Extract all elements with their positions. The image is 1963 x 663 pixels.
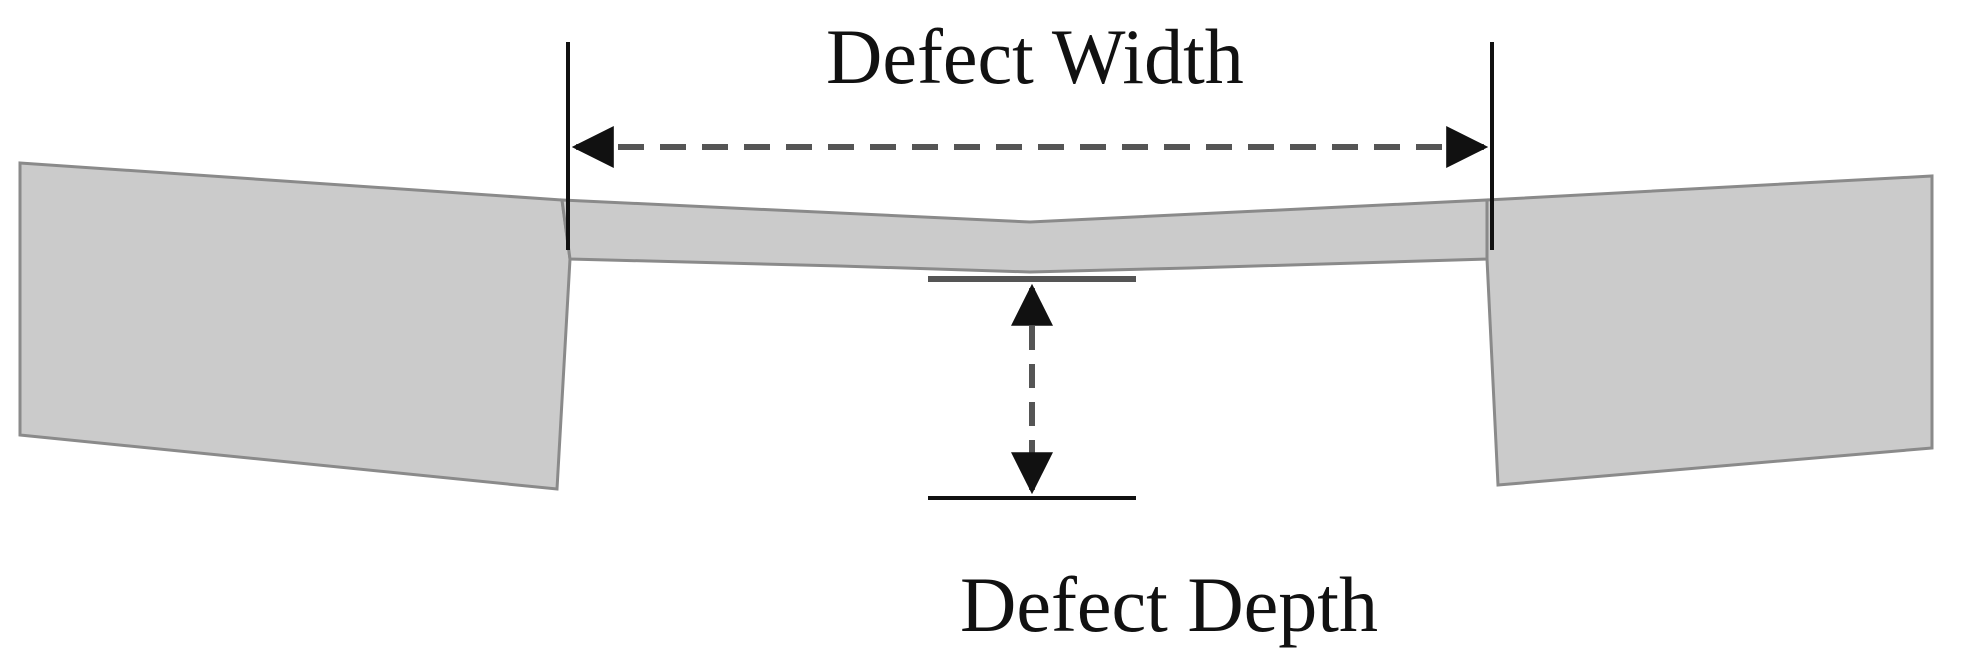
left-slab xyxy=(18,161,572,491)
defect-width-label: Defect Width xyxy=(826,13,1244,100)
right-slab xyxy=(1485,174,1934,487)
defect-depth-label: Defect Depth xyxy=(960,561,1378,648)
defect-thinned-wall xyxy=(560,198,1489,274)
